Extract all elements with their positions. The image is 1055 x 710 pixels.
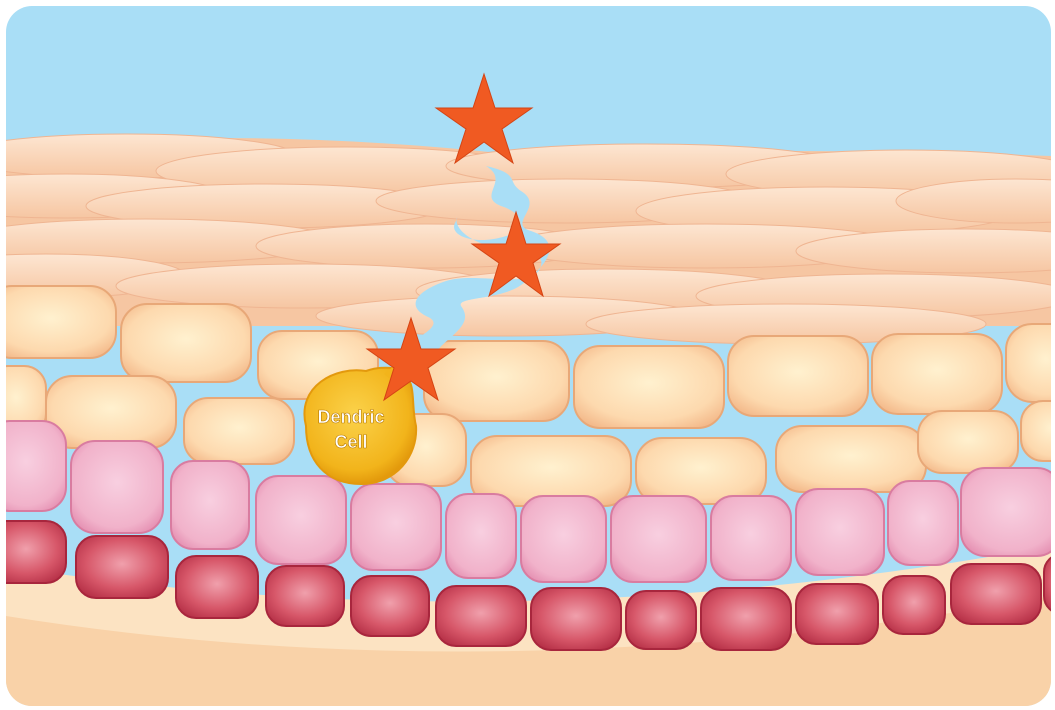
skin-diagram: Dendric Cell <box>6 6 1051 706</box>
skin-cross-section: Dendric Cell <box>6 6 1051 706</box>
dendritic-cell-label-line1: Dendric <box>317 407 384 427</box>
dendritic-cell-label-line2: Cell <box>334 432 367 452</box>
